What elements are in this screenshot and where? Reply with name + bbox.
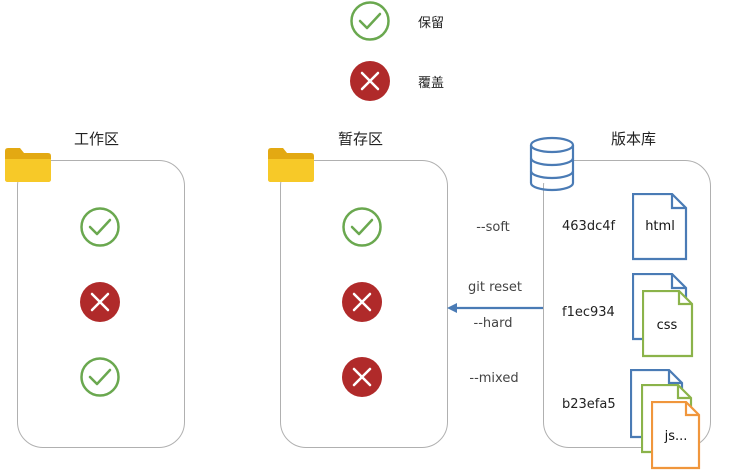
option-soft: --soft — [476, 220, 510, 235]
staging-state-2-cross-icon — [342, 282, 382, 322]
repo-title: 版本库 — [611, 130, 657, 148]
file-label-css: css — [656, 318, 678, 333]
working-state-2-cross-icon — [80, 282, 120, 322]
working-state-3-check-icon — [80, 357, 120, 397]
reset-arrow — [447, 303, 545, 313]
database-icon — [529, 136, 575, 192]
option-mixed: --mixed — [469, 371, 519, 386]
file-label-html: html — [645, 219, 675, 234]
js-file-icon — [651, 401, 701, 470]
option-hard: --hard — [473, 316, 513, 331]
folder-icon — [5, 148, 51, 182]
html-file-icon — [632, 193, 688, 261]
command-label: git reset — [467, 280, 523, 295]
cross-icon — [350, 61, 390, 101]
commit-hash-3: b23efa5 — [562, 397, 616, 412]
working-state-1-check-icon — [80, 207, 120, 247]
commit-hash-2: f1ec934 — [562, 305, 615, 320]
css-file-icon — [642, 290, 694, 358]
legend-overwrite-label: 覆盖 — [418, 76, 445, 91]
staging-state-3-cross-icon — [342, 357, 382, 397]
folder-icon — [268, 148, 314, 182]
file-label-js: js... — [664, 429, 688, 444]
working-area-title: 工作区 — [74, 130, 120, 148]
staging-state-1-check-icon — [342, 207, 382, 247]
check-icon — [350, 1, 390, 41]
commit-hash-1: 463dc4f — [562, 219, 616, 234]
staging-area-title: 暂存区 — [338, 130, 384, 148]
legend-keep-label: 保留 — [418, 16, 445, 31]
